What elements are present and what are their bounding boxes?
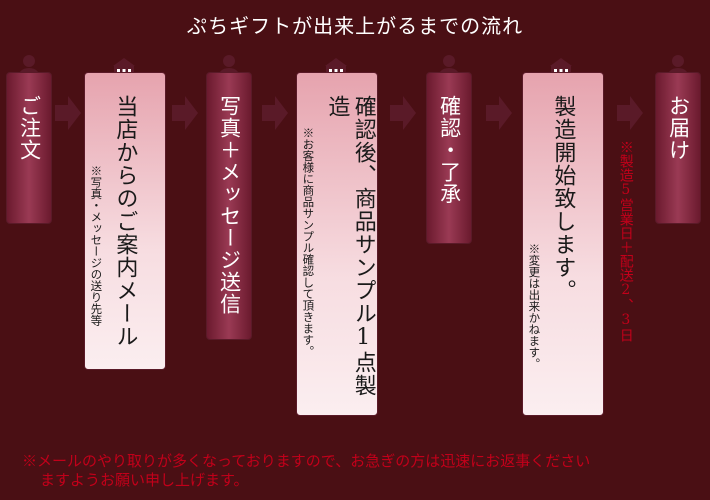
arrow-right-icon	[55, 96, 81, 130]
step-sample-label: 確認後、商品サンプル1点製造	[324, 95, 376, 397]
step-guide-mail-label: 当店からのご案内メール	[112, 95, 138, 348]
step-send-photo: 写真＋メッセージ送信	[206, 72, 252, 340]
footer-line-1: ※メールのやり取りが多くなっておりますので、お急ぎの方は迅速にお返事ください	[22, 452, 591, 470]
footer-line-2: ますようお願い申し上げます。	[40, 470, 249, 489]
arrow-right-icon	[262, 96, 288, 130]
footer-note: ※メールのやり取りが多くなっておりますので、お急ぎの方は迅速にお返事ください ま…	[22, 452, 692, 490]
step-confirm-label: 確認・了承	[437, 95, 462, 205]
arrow-right-icon	[390, 96, 416, 130]
step-order-label: ご注文	[17, 95, 42, 161]
step-sample: 確認後、商品サンプル1点製造 ※お客様に商品サンプル確認して頂きます。	[296, 72, 378, 416]
step-send-photo-label: 写真＋メッセージ送信	[217, 95, 242, 315]
arrow-right-icon	[172, 96, 198, 130]
step-guide-mail-note: ※写真・メッセージの送り先等	[89, 165, 104, 326]
step-delivery: お届け	[655, 72, 701, 224]
diagram-title: ぷちギフトが出来上がるまでの流れ	[186, 13, 524, 38]
step-delivery-label: お届け	[666, 95, 691, 161]
arrow-right-icon	[617, 96, 643, 130]
step-production-label: 製造開始致します。	[550, 95, 576, 302]
step-confirm: 確認・了承	[426, 72, 472, 244]
step-order: ご注文	[6, 72, 52, 224]
step-sample-note: ※お客様に商品サンプル確認して頂きます。	[301, 127, 316, 357]
delivery-note: ※製造5営業日＋配送2、3日	[617, 140, 634, 342]
arrow-right-icon	[486, 96, 512, 130]
step-production-note: ※変更は出来かねます。	[527, 243, 542, 370]
step-guide-mail: 当店からのご案内メール ※写真・メッセージの送り先等	[84, 72, 166, 370]
step-production: 製造開始致します。 ※変更は出来かねます。	[522, 72, 604, 416]
